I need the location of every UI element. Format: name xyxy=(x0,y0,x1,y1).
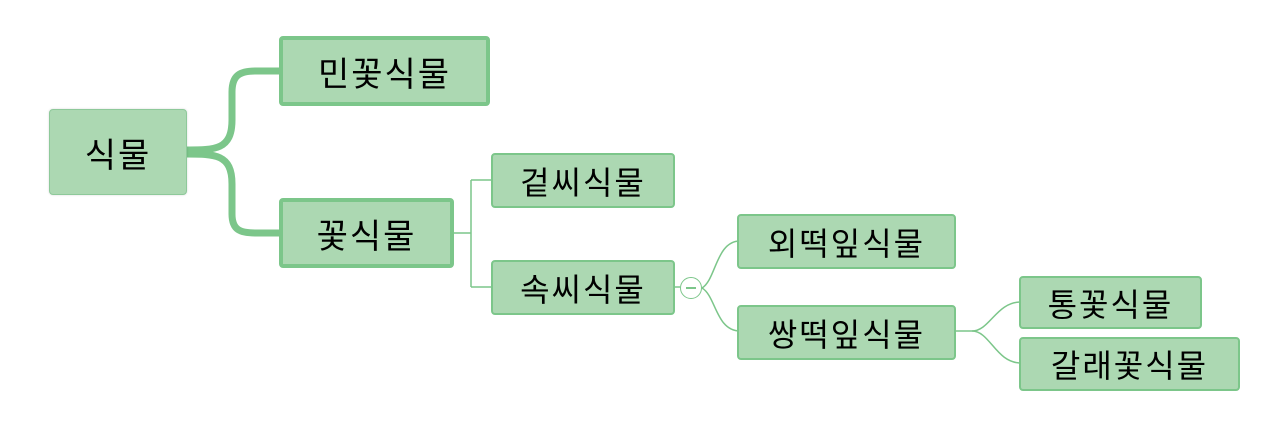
connector-flowering-group xyxy=(454,179,494,288)
connector-root-flowering xyxy=(182,150,286,237)
node-dicots[interactable]: 쌍떡잎식물 xyxy=(737,305,956,360)
node-flowerless-plants[interactable]: 민꽃식물 xyxy=(279,36,490,106)
connector-dicot-choripetalous xyxy=(971,330,1022,364)
node-choripetalous-plants[interactable]: 갈래꽃식물 xyxy=(1019,337,1240,391)
node-sympetalous-plants[interactable]: 통꽃식물 xyxy=(1019,276,1202,329)
node-gymnosperms[interactable]: 겉씨식물 xyxy=(491,153,675,208)
node-monocots[interactable]: 외떡잎식물 xyxy=(737,214,956,269)
node-flowering-plants[interactable]: 꽃식물 xyxy=(279,198,454,268)
connector-root-flowerless xyxy=(182,67,286,154)
collapse-toggle[interactable] xyxy=(680,277,702,299)
connector-toggle-monocot xyxy=(701,240,741,289)
connector-dicot-sympetalous xyxy=(955,301,1022,332)
node-angiosperms[interactable]: 속씨식물 xyxy=(491,260,675,315)
connector-toggle-dicot xyxy=(701,287,741,332)
minus-icon xyxy=(686,287,696,289)
root-node[interactable]: 식물 xyxy=(49,109,187,195)
